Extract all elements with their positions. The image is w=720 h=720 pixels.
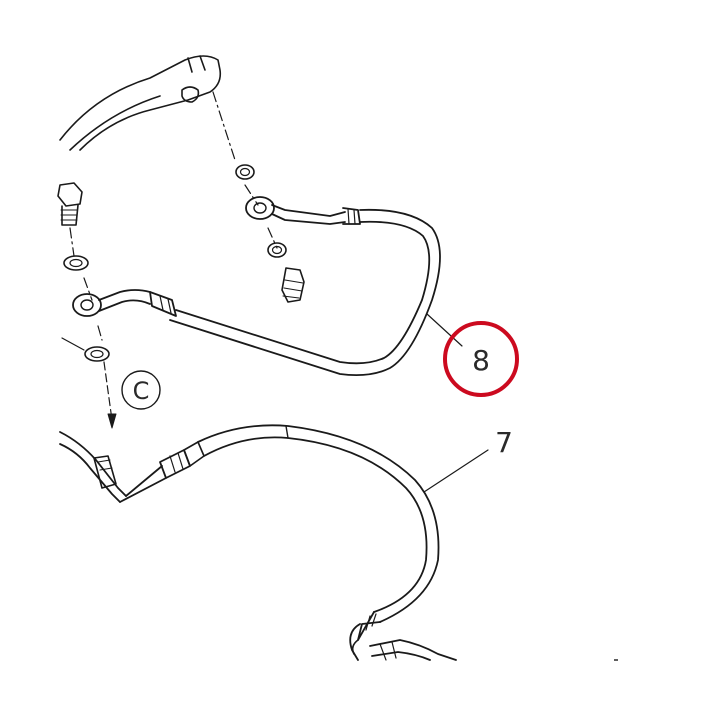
hose-assembly-upper [169,91,463,377]
banjo-bolt-assembly [57,182,177,429]
callout-8-label: 8 [472,344,490,377]
highlight-ring [443,321,519,397]
callout-c-label: C [133,377,150,405]
top-bracket [59,55,222,151]
hose-assembly-lower [59,424,489,661]
callout-7-label: 7 [495,426,513,459]
callout-8[interactable]: 8 [443,321,519,397]
callout-c: C [121,370,161,410]
callout-7[interactable]: 7 [495,426,513,459]
